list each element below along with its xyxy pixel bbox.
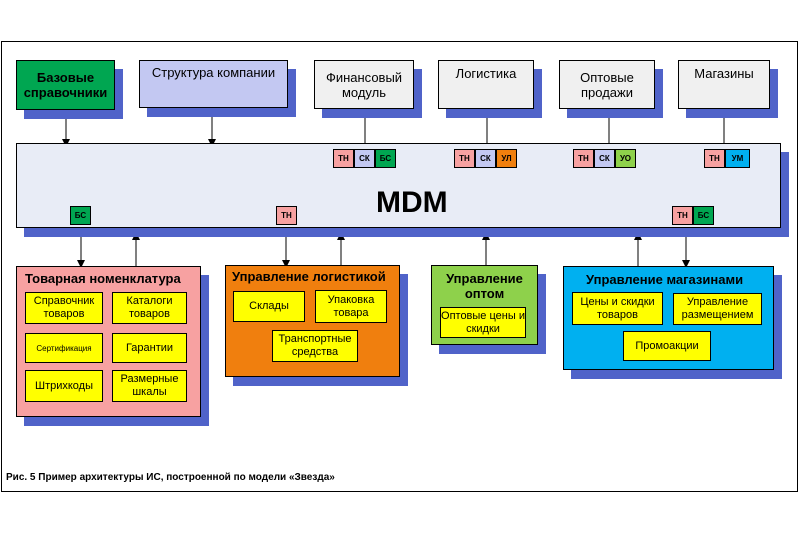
leaf-certification: Сертификация [25,333,103,363]
tag-uo-wholesale: УО [615,149,636,168]
leaf-shop-prices: Цены и скидки товаров [572,292,663,325]
leaf-barcodes-label: Штрихкоды [34,379,94,392]
leaf-product-directory: Справочник товаров [25,292,103,324]
top-box-shops: Магазины [678,60,770,109]
block-nomenclature-title: Товарная номенклатура [25,271,181,286]
tag-tn-wholesale: ТН [573,149,594,168]
mdm-label: MDM [376,186,448,219]
top-box-logistics: Логистика [438,60,534,109]
tag-sk-wholesale: СК [594,149,615,168]
leaf-packaging: Упаковка товара [315,290,387,323]
figure-caption: Рис. 5 Пример архитектуры ИС, построенно… [6,472,335,483]
leaf-promo-label: Промоакции [635,339,699,352]
leaf-warehouses: Склады [233,291,305,322]
top-box-finance-label: Финансовый модуль [325,69,403,100]
leaf-product-catalogs: Каталоги товаров [112,292,187,324]
tag-um-shops: УМ [725,149,750,168]
tag-sk-logistics: СК [475,149,496,168]
leaf-warranties-label: Гарантии [125,341,174,354]
tag-tn-finance: ТН [333,149,354,168]
tag-bs-nomenclature: БС [70,206,91,225]
tag-tn-shops: ТН [704,149,725,168]
block-logistics-mgmt-title: Управление логистикой [232,269,386,284]
leaf-product-directory-label: Справочник товаров [33,295,95,320]
leaf-placement: Управление размещением [673,293,762,325]
block-shops-mgmt-title: Управление магазинами [586,272,744,287]
leaf-certification-label: Сертификация [36,343,92,353]
leaf-vehicles: Транспортные средства [272,330,358,362]
leaf-size-scales: Размерные шкалы [112,370,187,402]
top-box-structure-label: Структура компании [151,65,276,80]
top-box-shops-label: Магазины [694,66,754,81]
tag-bs-finance: БС [375,149,396,168]
leaf-wholesale-prices: Оптовые цены и скидки [440,307,526,338]
tag-sk-finance: СК [354,149,375,168]
tag-tn-logmgmt: ТН [276,206,297,225]
leaf-packaging-label: Упаковка товара [327,293,375,319]
leaf-vehicles-label: Транспортные средства [278,333,352,358]
tag-bs-shopsmgmt: БС [693,206,714,225]
top-box-wholesale-label: Оптовые продажи [580,69,634,100]
leaf-shop-prices-label: Цены и скидки товаров [580,295,655,321]
top-box-wholesale: Оптовые продажи [559,60,655,109]
tag-ul-logistics: УЛ [496,149,517,168]
tag-tn-logistics: ТН [454,149,475,168]
leaf-barcodes: Штрихкоды [25,370,103,402]
leaf-size-scales-label: Размерные шкалы [120,373,179,398]
top-box-logistics-label: Логистика [455,66,517,81]
top-box-structure: Структура компании [139,60,288,108]
block-wholesale-mgmt-title: Управление оптом [446,271,523,301]
leaf-product-catalogs-label: Каталоги товаров [126,295,173,320]
tag-tn-shopsmgmt: ТН [672,206,693,225]
leaf-wholesale-prices-label: Оптовые цены и скидки [441,309,525,335]
top-box-finance: Финансовый модуль [314,60,414,109]
top-box-base-label: Базовые справочники [23,70,108,100]
leaf-warranties: Гарантии [112,333,187,363]
leaf-promo: Промоакции [623,331,711,361]
leaf-placement-label: Управление размещением [681,296,754,321]
leaf-warehouses-label: Склады [249,300,289,312]
mdm-bar [16,143,781,228]
top-box-base: Базовые справочники [16,60,115,110]
